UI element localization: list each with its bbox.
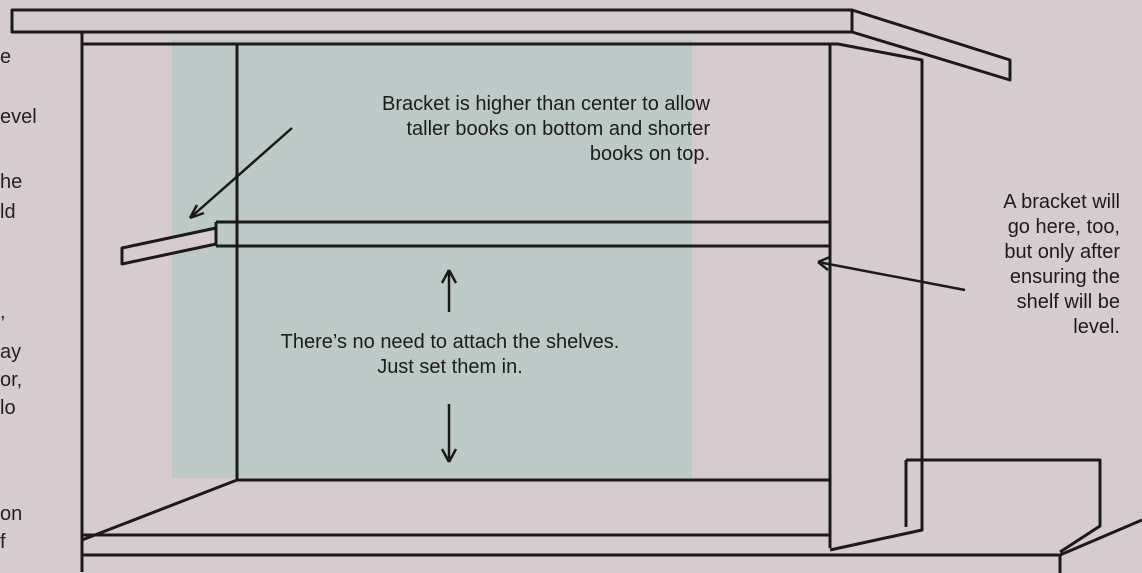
margin-fragment: on: [0, 503, 23, 525]
right-bracket-line-5: shelf will be: [1016, 291, 1120, 313]
margin-fragment: lo: [0, 397, 16, 419]
margin-fragment: or,: [0, 369, 23, 391]
bookcase-outline: [10, 8, 1142, 573]
shelves-note-line-1: There’s no need to attach the shelves.: [280, 331, 620, 353]
arrow-to-left-bracket: [189, 127, 293, 219]
arrows: [188, 127, 966, 463]
bracket-height-line-2: taller books on bottom and shorter: [406, 118, 710, 140]
right-bracket-line-6: level.: [1073, 316, 1120, 338]
right-bracket-line-1: A bracket will: [1003, 191, 1120, 213]
margin-fragment: ld: [0, 201, 16, 223]
margin-fragment: evel: [0, 106, 37, 128]
shelves-note: There’s no need to attach the shelves. J…: [240, 330, 660, 380]
right-bracket-line-3: but only after: [1004, 241, 1120, 263]
margin-fragment: ,: [0, 301, 6, 323]
highlight-panel: [172, 40, 692, 478]
shelves-note-line-2: Just set them in.: [377, 356, 523, 378]
right-bracket-line-2: go here, too,: [1007, 216, 1120, 238]
margin-fragment: he: [0, 171, 23, 193]
margin-fragment: e: [0, 46, 12, 68]
margin-fragment: f: [0, 531, 6, 553]
bracket-height-note: Bracket is higher than center to allow t…: [292, 92, 710, 167]
right-bracket-line-4: ensuring the: [1009, 266, 1120, 288]
bracket-height-line-1: Bracket is higher than center to allow: [382, 93, 710, 115]
bracket-height-line-3: books on top.: [589, 143, 710, 165]
right-bracket-note: A bracket will go here, too, but only af…: [940, 190, 1120, 340]
margin-fragment: ay: [0, 341, 22, 363]
arrow-to-right-bracket: [817, 260, 966, 292]
